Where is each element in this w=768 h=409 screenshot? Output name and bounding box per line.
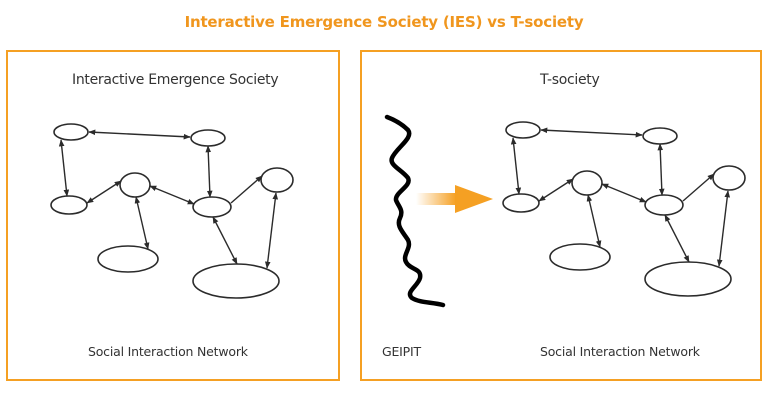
t-society-node-b — [642, 127, 678, 145]
ies-node-c — [50, 195, 88, 215]
ies-edge-d-g — [134, 196, 150, 250]
transition-arrow-shaft — [416, 193, 456, 205]
ies-node-e — [192, 196, 232, 218]
t-society-edge-c-d — [538, 178, 574, 202]
ies-edge-a-c — [58, 139, 70, 197]
ies-node-b — [190, 129, 226, 147]
t-society-edge-b-e — [657, 143, 665, 196]
transition-arrow-head — [455, 185, 493, 213]
t-society-node-f — [712, 165, 746, 191]
t-society-node-g — [549, 243, 611, 271]
main-title: Interactive Emergence Society (IES) vs T… — [184, 13, 584, 31]
ies-edge-c-d — [86, 180, 122, 204]
t-society-edge-a-c — [510, 137, 522, 195]
t-society-edge-d-g — [586, 194, 602, 248]
t-society-node-c — [502, 193, 540, 213]
t-society-node-d — [571, 170, 603, 196]
ies-edge-e-h — [212, 216, 238, 265]
ies-edge-d-e — [149, 185, 195, 205]
t-society-edge-a-b — [540, 127, 643, 138]
ies-node-f — [260, 167, 294, 193]
ies-node-a — [53, 123, 89, 141]
t-society-edge-h-f — [716, 190, 731, 267]
ies-network-graph — [50, 123, 294, 299]
geipit-label: GEIPIT — [382, 344, 421, 359]
ies-edge-a-b — [88, 129, 191, 140]
ies-edge-h-f — [264, 192, 279, 269]
ies-panel: Interactive Emergence Society Social Int… — [6, 50, 340, 381]
t-society-node-e — [644, 194, 684, 216]
ies-edge-e-f — [230, 175, 263, 204]
ies-edge-b-e — [205, 145, 213, 198]
t-society-edge-e-f — [682, 173, 715, 202]
t-society-node-a — [505, 121, 541, 139]
t-society-edge-d-e — [601, 183, 647, 203]
ies-panel-caption: Social Interaction Network — [88, 344, 248, 359]
t-society-panel: T-society GEIPIT Social Interaction Netw… — [360, 50, 762, 381]
t-society-node-h — [644, 261, 732, 297]
t-society-panel-caption: Social Interaction Network — [540, 344, 700, 359]
t-society-edge-e-h — [664, 214, 690, 263]
transition-arrow — [416, 185, 493, 213]
ies-panel-title: Interactive Emergence Society — [72, 72, 279, 88]
ies-node-h — [192, 263, 280, 299]
t-society-panel-title: T-society — [540, 72, 600, 88]
t-society-network-graph — [502, 121, 746, 297]
ies-node-g — [97, 245, 159, 273]
ies-node-d — [119, 172, 151, 198]
geipit-boundary-squiggle — [384, 114, 446, 308]
